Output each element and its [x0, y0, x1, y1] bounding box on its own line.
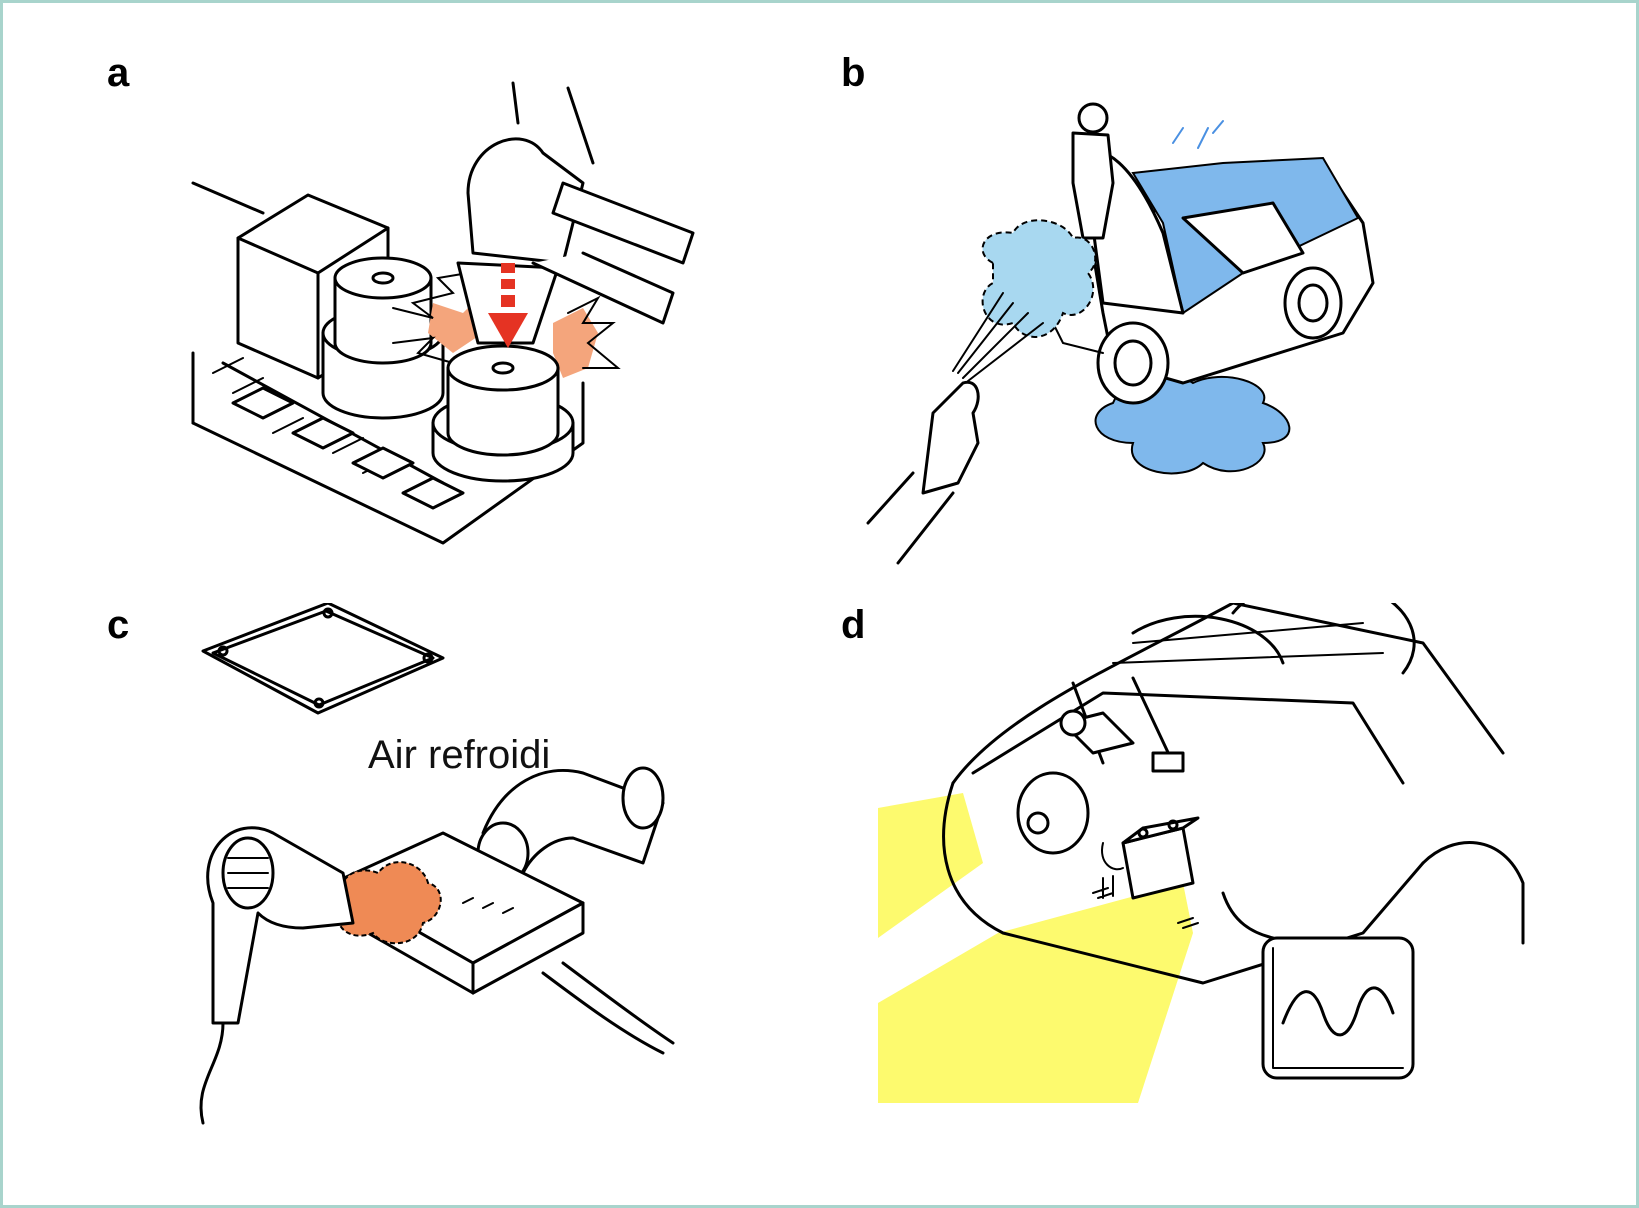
- hand-icon: [866, 380, 980, 565]
- tapped-relay-icon: [431, 344, 575, 483]
- car-hood-icon: [942, 603, 1525, 985]
- panel-c-letter: c: [107, 603, 130, 647]
- battery-icon: [1101, 816, 1200, 900]
- alternator-icon: [1016, 771, 1090, 855]
- heat-cloud: [336, 861, 442, 945]
- impact-burst-right: [553, 308, 598, 378]
- headlight-beam-left: [878, 793, 983, 938]
- panel-c-illustration: [199, 603, 675, 1125]
- panel-d-letter: d: [841, 603, 866, 647]
- headlight-beam-right: [878, 883, 1193, 1103]
- relay-block-icon: [191, 181, 585, 545]
- arrow-down-icon: [488, 263, 528, 348]
- panel-b-illustration: [866, 102, 1375, 565]
- panel-d-illustration: [878, 603, 1525, 1103]
- panel-b: b: [803, 23, 1583, 603]
- panel-b-letter: b: [841, 51, 866, 95]
- hammer-icon: [456, 81, 695, 345]
- hose-icon: [476, 766, 665, 885]
- panel-c: c: [23, 603, 803, 1183]
- panel-a-letter: a: [107, 51, 130, 95]
- blower-motor-icon: [1059, 709, 1185, 773]
- panel-a-illustration: [191, 81, 695, 545]
- panel-a: a: [23, 23, 803, 603]
- ecu-cover-icon: [201, 603, 445, 715]
- oscilloscope-icon: [1221, 891, 1415, 1080]
- hair-dryer-icon: [199, 826, 355, 1125]
- panel-d: d: [803, 603, 1583, 1183]
- cool-air-caption: Air refroidi: [368, 733, 551, 777]
- water-spray-icon: [981, 219, 1097, 338]
- person-icon: [1071, 102, 1115, 240]
